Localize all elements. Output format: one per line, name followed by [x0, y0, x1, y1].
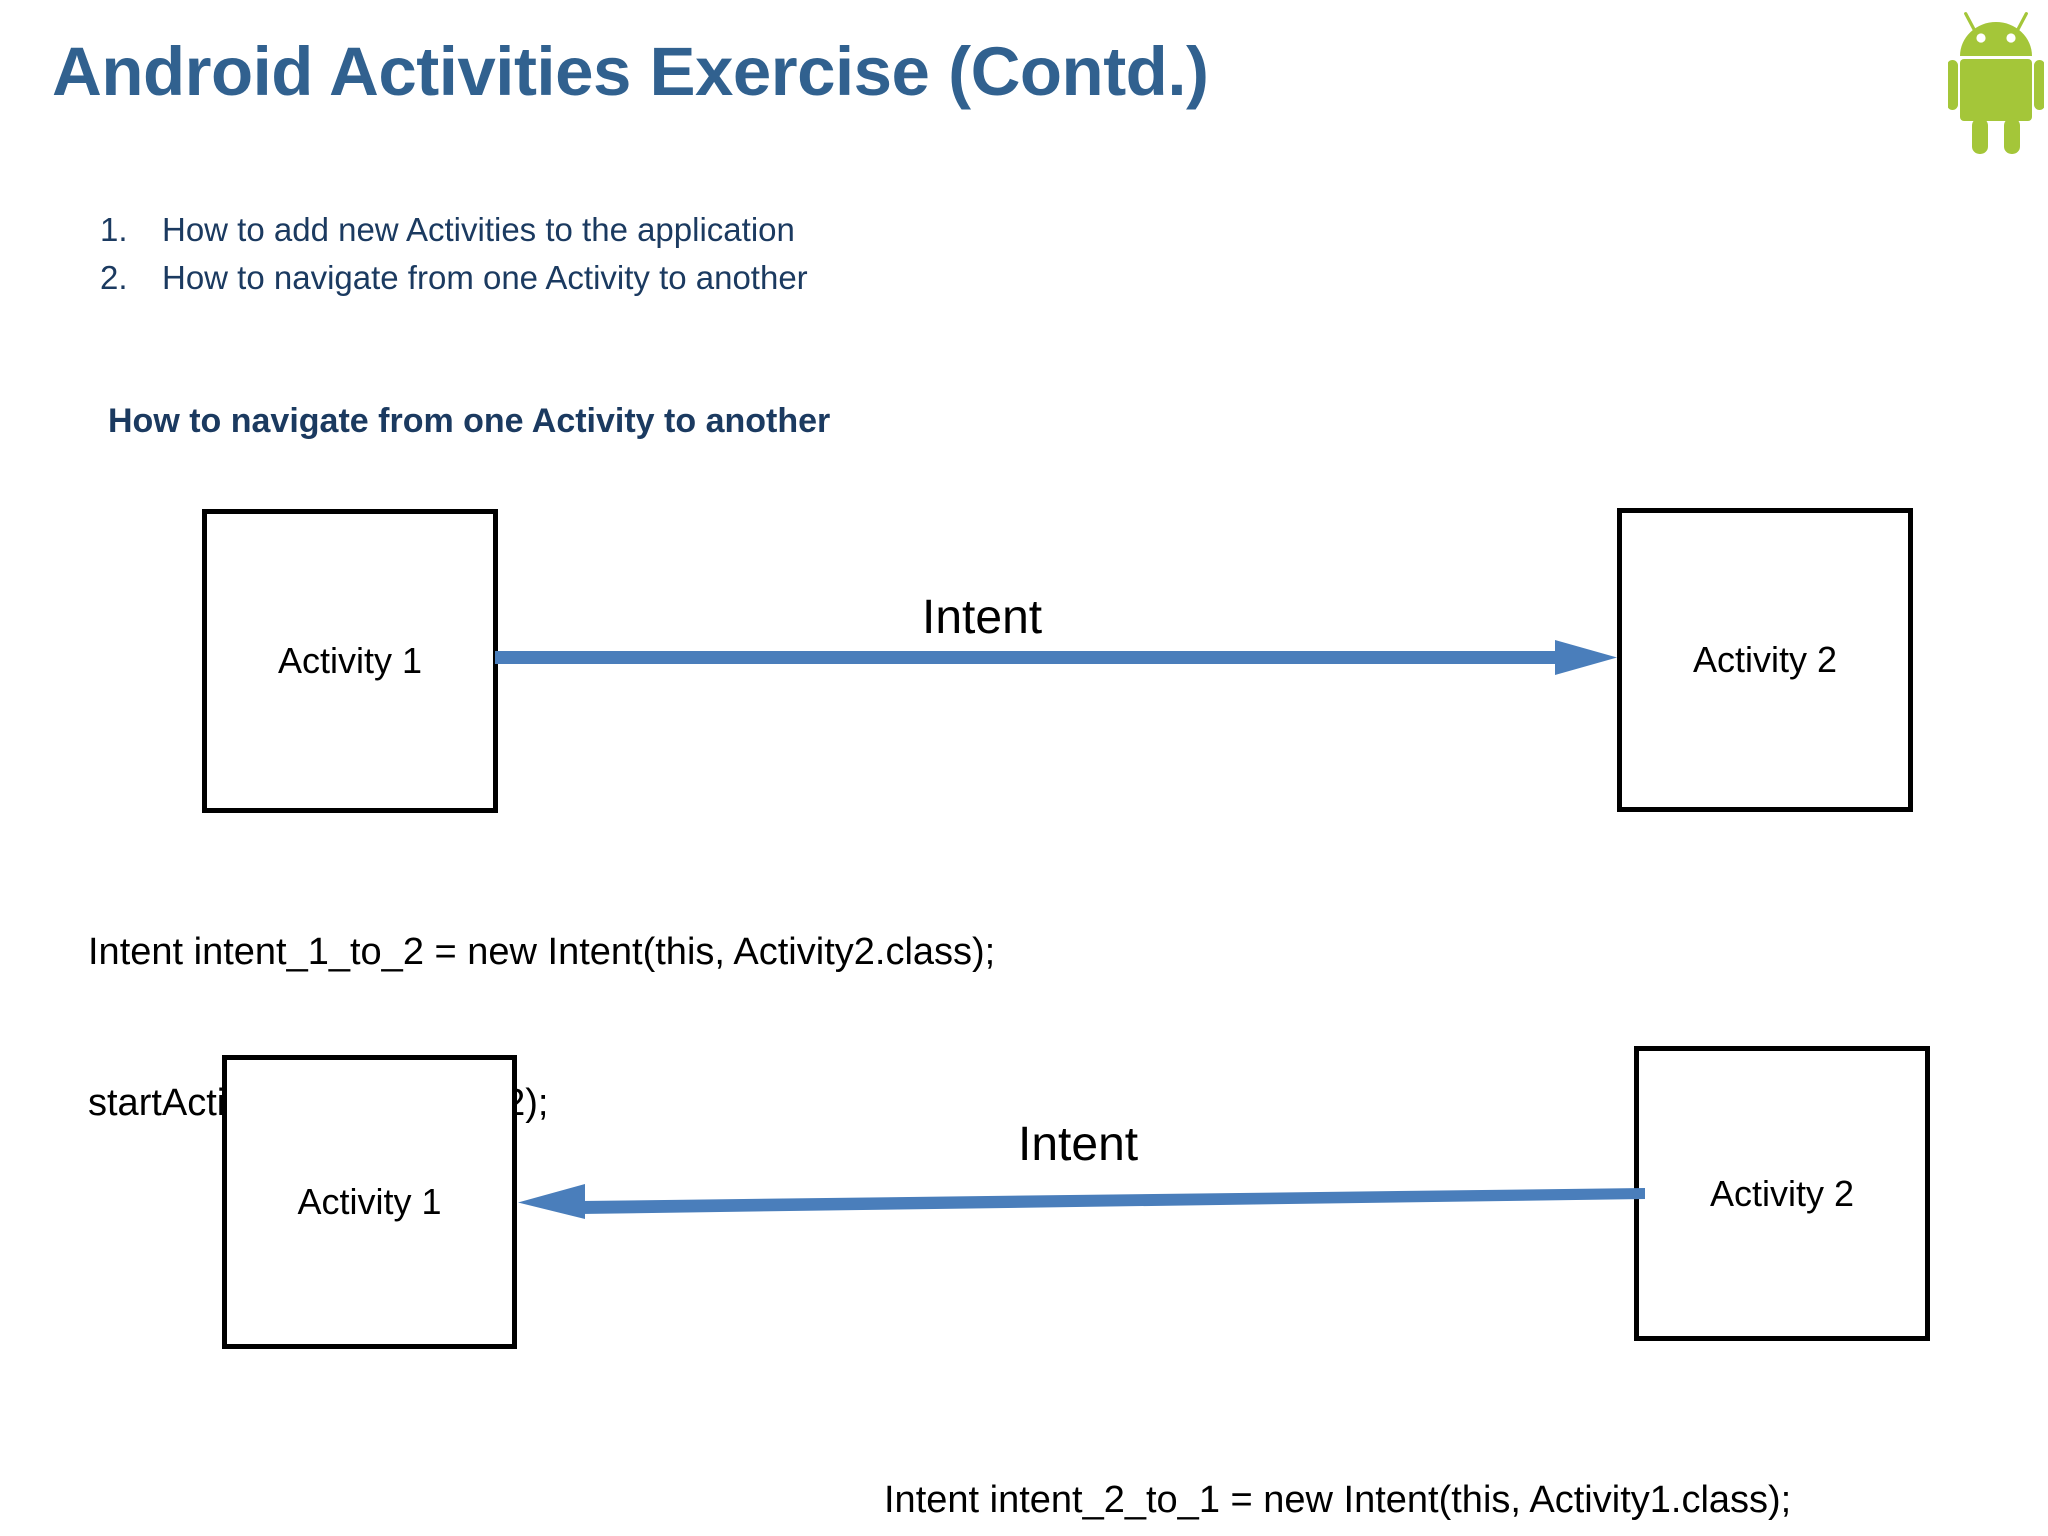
list-item: 2. How to navigate from one Activity to …	[100, 254, 1300, 302]
android-robot-logo	[1947, 4, 2045, 164]
list-item: 1. How to add new Activities to the appl…	[100, 206, 1300, 254]
objectives-list: 1. How to add new Activities to the appl…	[100, 206, 1300, 301]
activity-box-row1-activity1: Activity 1	[202, 509, 498, 813]
section-heading: How to navigate from one Activity to ano…	[108, 402, 831, 440]
list-item-label: How to add new Activities to the applica…	[162, 211, 795, 248]
page-title: Android Activities Exercise (Contd.)	[52, 33, 1209, 110]
intent-arrow-row2	[518, 1184, 1645, 1219]
code-line: Intent intent_1_to_2 = new Intent(this, …	[88, 931, 996, 974]
activity-box-row2-activity1: Activity 1	[222, 1055, 517, 1349]
intent-arrow-row1	[495, 640, 1617, 675]
code-line: Intent intent_2_to_1 = new Intent(this, …	[884, 1479, 1792, 1522]
activity-box-row1-activity2: Activity 2	[1617, 508, 1913, 812]
list-item-label: How to navigate from one Activity to ano…	[162, 258, 808, 296]
intent-arrow-label-row2: Intent	[1018, 1118, 1139, 1171]
activity-box-row2-activity2: Activity 2	[1634, 1046, 1930, 1341]
intent-arrow-label-row1: Intent	[922, 591, 1043, 644]
list-item-number: 2.	[100, 258, 128, 296]
code-snippet-row2: Intent intent_2_to_1 = new Intent(this, …	[884, 1375, 1791, 1536]
list-item-number: 1.	[100, 211, 128, 248]
